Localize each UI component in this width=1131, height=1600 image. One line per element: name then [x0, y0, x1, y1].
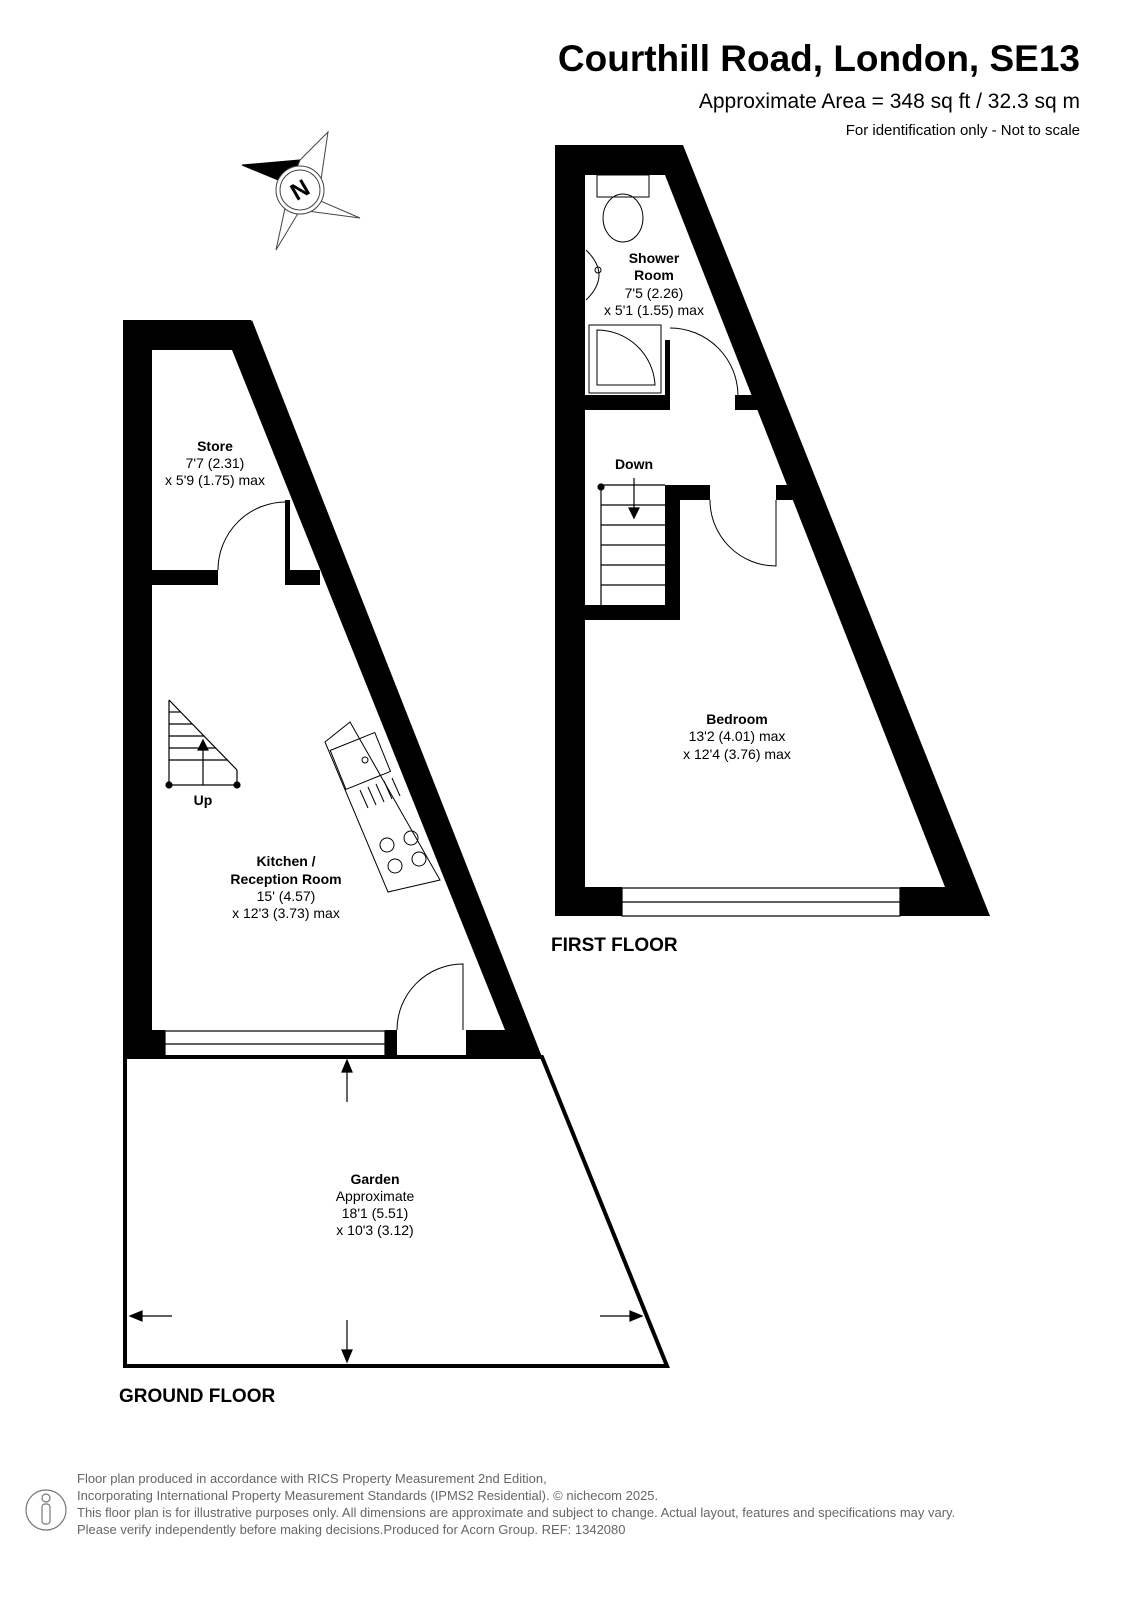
garden-sub: Approximate [336, 1188, 415, 1204]
stairs-down [597, 478, 665, 605]
garden-arrows [128, 1058, 644, 1364]
shower-name-1: Shower [629, 250, 680, 266]
kitchen-dim-1: 15' (4.57) [257, 888, 316, 904]
shower-dim-1: 7'5 (2.26) [625, 285, 684, 301]
kitchen-name-1: Kitchen / [256, 853, 315, 869]
property-title: Courthill Road, London, SE13 [557, 38, 1080, 79]
ground-floor-window [164, 1030, 386, 1058]
kitchen-dim-2: x 12'3 (3.73) max [232, 905, 340, 921]
footer-line: This floor plan is for illustrative purp… [77, 1505, 956, 1520]
bathroom-fixtures [585, 174, 662, 394]
garden-name: Garden [350, 1171, 399, 1187]
bedroom-dim-1: 13'2 (4.01) max [689, 728, 786, 744]
footer-line: Floor plan produced in accordance with R… [77, 1471, 547, 1486]
kitchen-units [324, 721, 441, 893]
compass-icon: N [241, 130, 361, 251]
shower-name-2: Room [634, 267, 674, 283]
shower-dim-2: x 5'1 (1.55) max [604, 302, 704, 318]
garden-dim-2: x 10'3 (3.12) [336, 1222, 413, 1238]
footer-line: Incorporating International Property Mea… [77, 1488, 659, 1503]
bedroom-name: Bedroom [706, 711, 767, 727]
stairs-down-label: Down [615, 456, 653, 472]
store-dim-1: 7'7 (2.31) [186, 455, 245, 471]
first-floor-label: FIRST FLOOR [551, 935, 678, 956]
garden-boundary [123, 1055, 670, 1368]
first-floor-walls [555, 145, 990, 916]
footer-disclaimer: Floor plan produced in accordance with R… [77, 1470, 955, 1538]
ground-floor-label: GROUND FLOOR [119, 1386, 275, 1407]
store-dim-2: x 5'9 (1.75) max [165, 472, 265, 488]
stairs-up-label: Up [194, 792, 213, 808]
kitchen-name-2: Reception Room [230, 871, 341, 887]
approximate-area: Approximate Area = 348 sq ft / 32.3 sq m [698, 90, 1080, 113]
first-floor-window [621, 887, 901, 917]
footer-line: Please verify independently before makin… [77, 1522, 626, 1537]
first-floor-doors [669, 327, 777, 567]
person-icon [25, 1489, 67, 1531]
garden-dim-1: 18'1 (5.51) [342, 1205, 409, 1221]
bedroom-dim-2: x 12'4 (3.76) max [683, 746, 791, 762]
ground-floor-walls [123, 320, 542, 1057]
scale-note: For identification only - Not to scale [845, 122, 1080, 139]
store-name: Store [197, 438, 233, 454]
stairs-up [165, 699, 241, 789]
door-swings [217, 501, 464, 1031]
